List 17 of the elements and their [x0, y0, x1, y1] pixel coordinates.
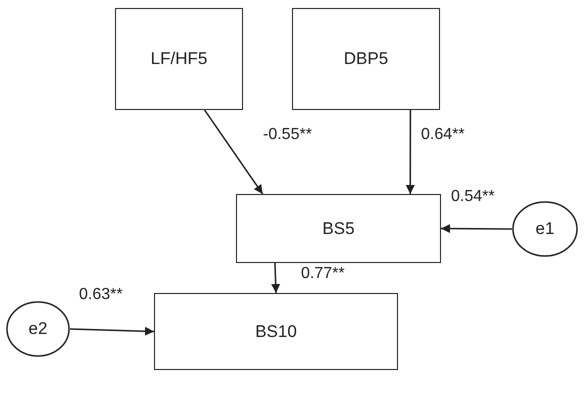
variable-box — [115, 8, 243, 110]
path-arrow — [271, 262, 280, 294]
variable-label: e1 — [536, 219, 554, 239]
variable-box — [236, 194, 441, 263]
error-term-ellipse — [6, 301, 70, 357]
variable-box — [154, 293, 398, 370]
variable-label: BS10 — [255, 322, 297, 342]
variable-label: BS5 — [322, 218, 355, 238]
variable-label: DBP5 — [344, 49, 388, 69]
path-arrow — [204, 110, 264, 194]
path-arrow — [406, 110, 415, 194]
path-arrow — [441, 224, 512, 234]
variable-label: e2 — [28, 319, 48, 339]
variable-box — [292, 8, 440, 110]
variable-label: LF/HF5 — [150, 49, 208, 69]
error-term-ellipse — [512, 201, 578, 257]
path-arrow — [70, 326, 154, 336]
